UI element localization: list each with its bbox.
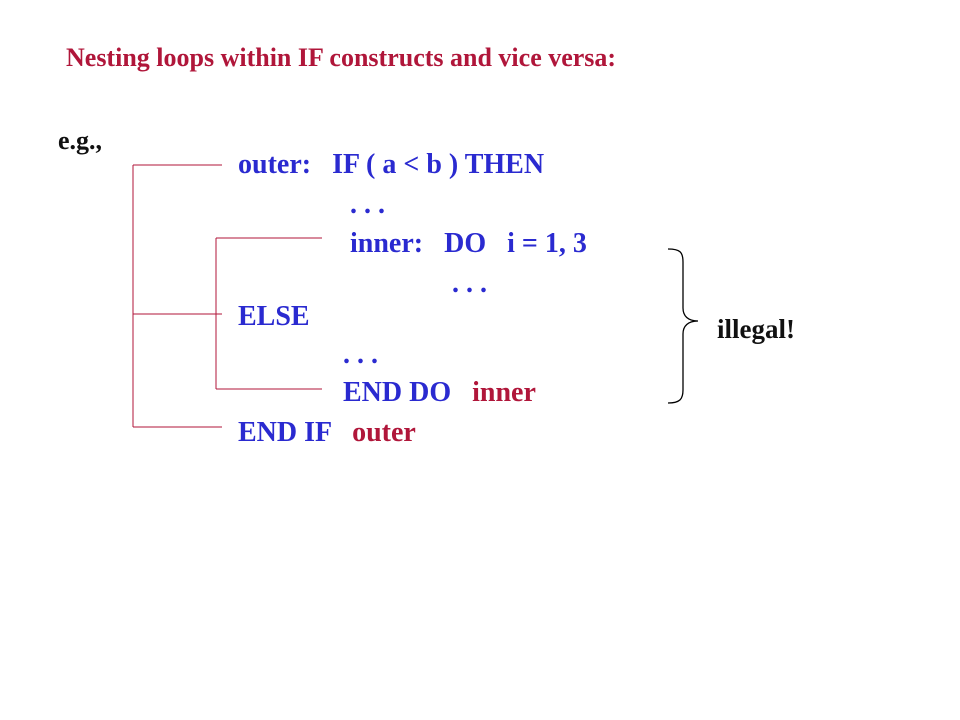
end-do-construct-name: inner	[472, 377, 536, 408]
code-ellipsis-3: . . .	[343, 339, 378, 370]
code-line-else: ELSE	[238, 301, 310, 332]
example-label: e.g.,	[58, 126, 103, 155]
code-line-end-if: END IF outer	[238, 419, 416, 447]
end-if-construct-name: outer	[352, 417, 416, 448]
code-line-inner-do: inner: DO i = 1, 3	[350, 228, 587, 259]
code-ellipsis-2: . . .	[452, 268, 487, 299]
outer-if-bracket	[132, 164, 222, 428]
code-line-end-do: END DO inner	[343, 379, 536, 407]
end-if-keyword: END IF	[238, 417, 332, 448]
right-brace-icon	[667, 248, 699, 404]
code-ellipsis-1: . . .	[350, 189, 385, 220]
end-do-keyword: END DO	[343, 377, 452, 408]
illegal-annotation: illegal!	[717, 314, 795, 344]
slide-title: Nesting loops within IF constructs and v…	[66, 43, 617, 72]
code-line-outer-if: outer: IF ( a < b ) THEN	[238, 149, 545, 180]
inner-do-bracket	[215, 237, 322, 390]
